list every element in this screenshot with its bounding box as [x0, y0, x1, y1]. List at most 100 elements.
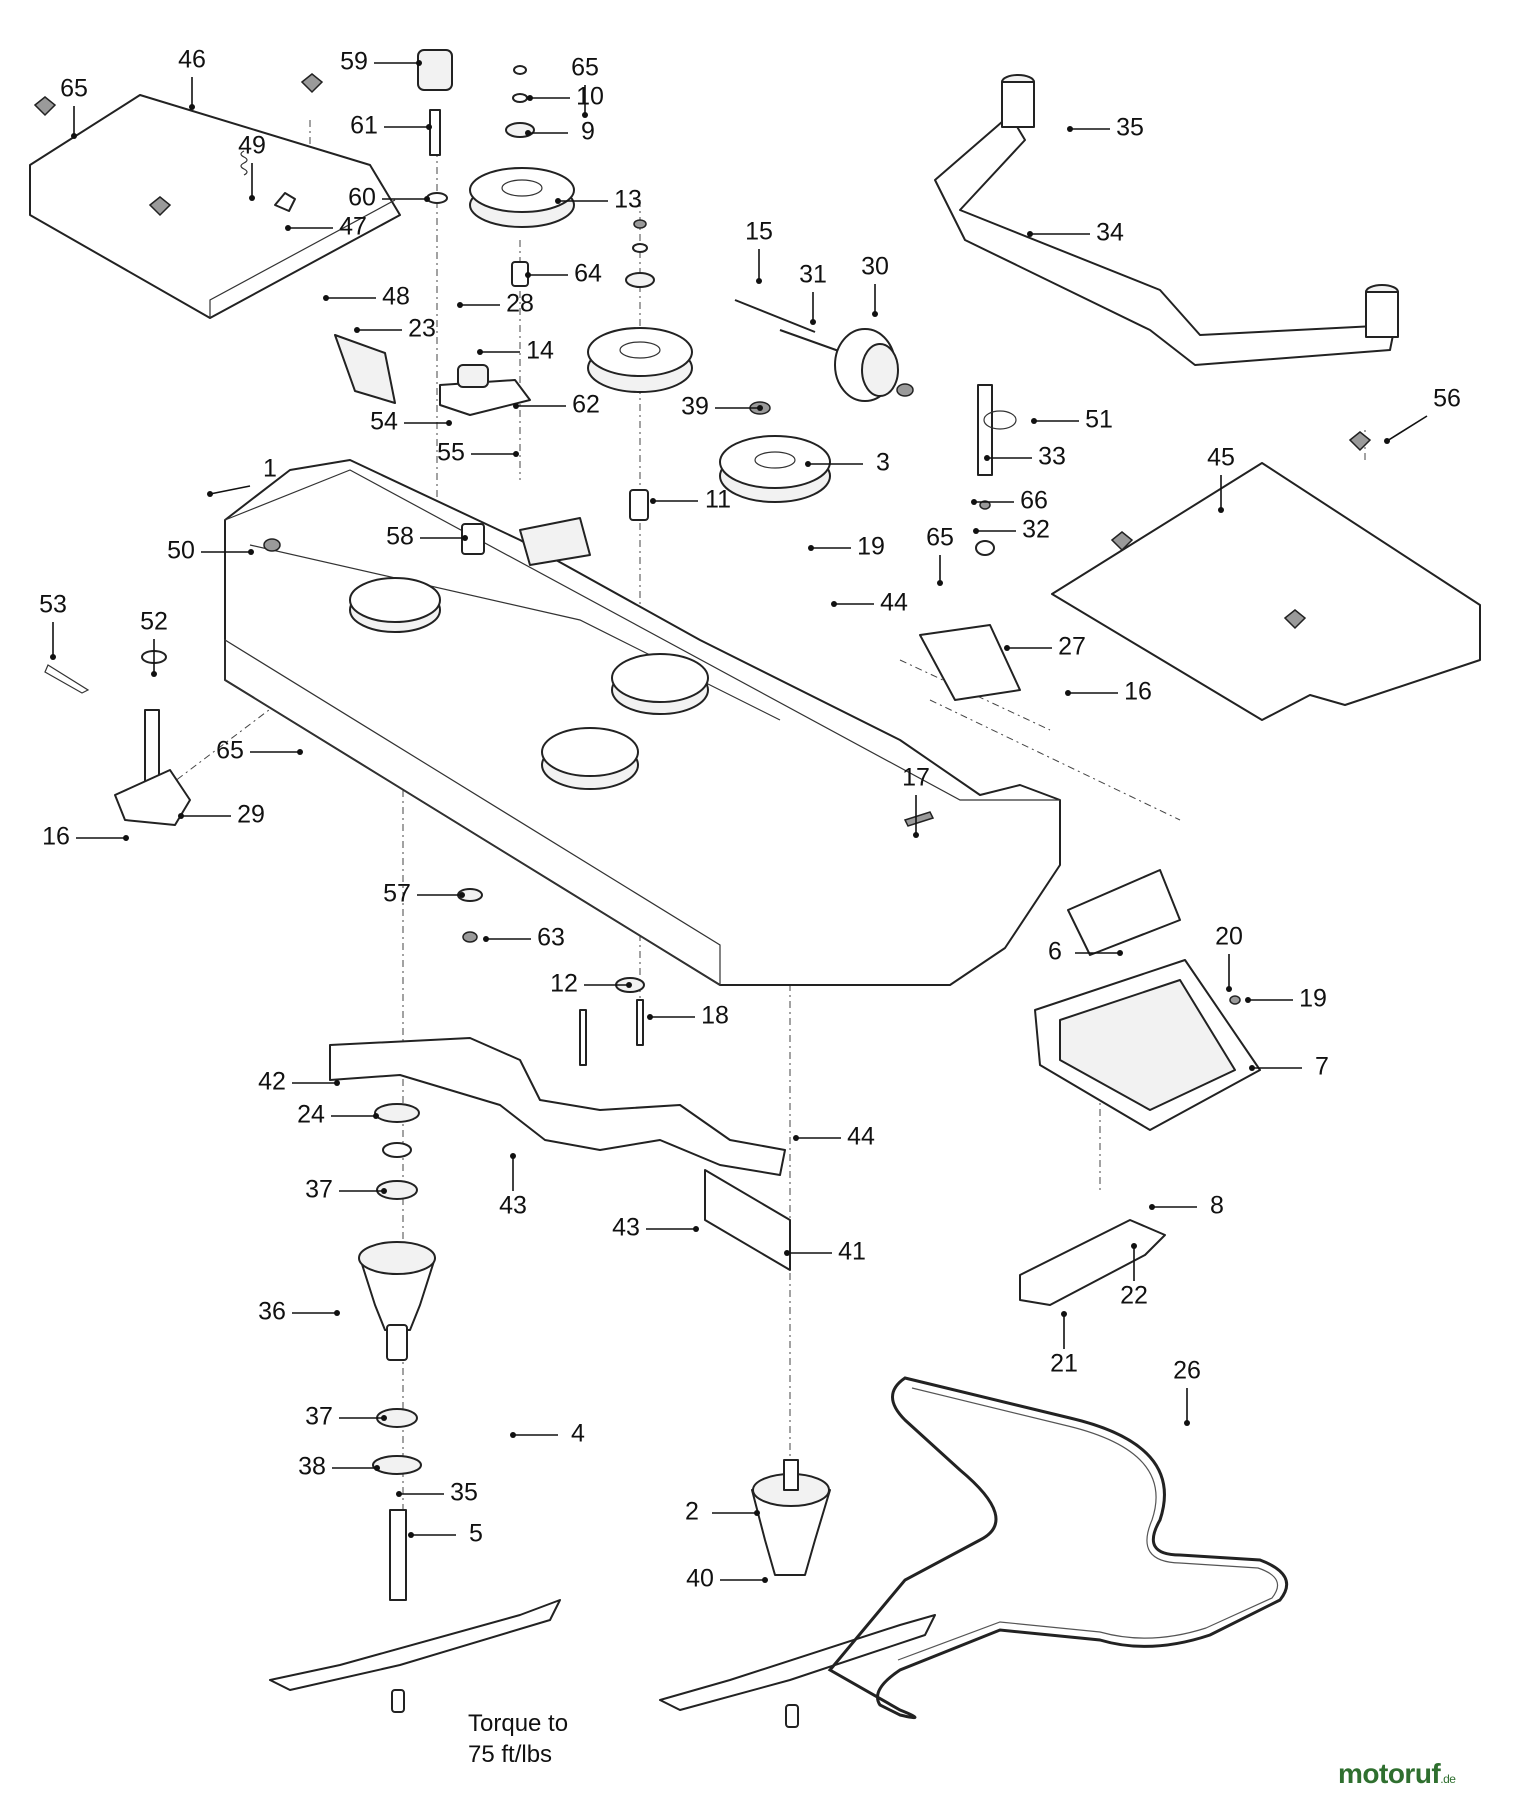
callout-dot — [793, 1135, 799, 1141]
callout-label: 30 — [861, 253, 889, 281]
callout-51: 51 — [1031, 406, 1113, 434]
callout-dot — [1065, 690, 1071, 696]
callout-leader — [1386, 415, 1428, 442]
watermark-suffix: .de — [1440, 1772, 1456, 1786]
callout-7: 7 — [1249, 1053, 1329, 1081]
callout-37: 37 — [305, 1176, 387, 1204]
callout-dot — [650, 498, 656, 504]
callout-6: 6 — [1048, 938, 1123, 966]
callout-dot — [151, 671, 157, 677]
callout-dot — [416, 60, 422, 66]
callout-8: 8 — [1149, 1192, 1224, 1220]
callout-45: 45 — [1207, 444, 1235, 513]
callout-dot — [762, 1577, 768, 1583]
callout-22: 22 — [1120, 1243, 1148, 1310]
callout-19: 19 — [808, 533, 885, 561]
callout-15: 15 — [745, 218, 773, 284]
torque-note: Torque to 75 ft/lbs — [468, 1708, 568, 1770]
rear-hanger-bracket — [919, 624, 1021, 701]
callout-label: 43 — [612, 1214, 640, 1242]
callout-label: 59 — [340, 48, 368, 76]
callout-label: 3 — [876, 449, 890, 477]
watermark-logo: motoruf.de — [1338, 1758, 1456, 1790]
callout-47: 47 — [285, 213, 367, 241]
callout-leader — [209, 485, 251, 495]
callout-dot — [1149, 1204, 1155, 1210]
callout-label: 16 — [42, 823, 70, 851]
baffle-carriage-bolt — [579, 1009, 587, 1066]
callout-16: 16 — [42, 823, 129, 851]
callout-dot — [1031, 418, 1037, 424]
callout-63: 63 — [483, 924, 565, 952]
callout-label: 37 — [305, 1176, 333, 1204]
callout-65: 65 — [926, 524, 954, 586]
idler-spring — [334, 334, 396, 404]
callout-dot — [757, 405, 763, 411]
callout-label: 58 — [386, 523, 414, 551]
callout-38: 38 — [298, 1453, 380, 1481]
callout-dot — [477, 349, 483, 355]
callout-56: 56 — [1384, 385, 1461, 444]
cover-latch — [274, 192, 296, 212]
callout-44: 44 — [793, 1123, 875, 1151]
callout-dot — [913, 832, 919, 838]
callout-dot — [1184, 1420, 1190, 1426]
callout-dot — [971, 499, 977, 505]
callout-40: 40 — [686, 1565, 768, 1593]
callout-dot — [754, 1510, 760, 1516]
callout-66: 66 — [971, 487, 1048, 515]
gauge-wheel — [834, 328, 899, 402]
spindle-seal-top — [376, 1180, 418, 1200]
callout-label: 29 — [237, 801, 265, 829]
callout-dot — [810, 319, 816, 325]
callout-label: 7 — [1315, 1053, 1329, 1081]
callout-17: 17 — [902, 764, 930, 838]
callout-label: 40 — [686, 1565, 714, 1593]
deck-bolt-18 — [636, 999, 644, 1046]
blade-right — [659, 1614, 936, 1711]
callout-dot — [459, 892, 465, 898]
callout-30: 30 — [861, 253, 889, 317]
blade-bolt-right — [785, 1704, 799, 1728]
callout-label: 52 — [140, 608, 168, 636]
callout-dot — [973, 528, 979, 534]
callout-dot — [1218, 507, 1224, 513]
callout-dot — [831, 601, 837, 607]
callout-dot — [647, 1014, 653, 1020]
callout-dot — [408, 1532, 414, 1538]
callout-dot — [50, 654, 56, 660]
callout-dot — [805, 461, 811, 467]
deck-spacer-bushing — [461, 523, 485, 555]
callout-dot — [285, 225, 291, 231]
callout-dot — [784, 1250, 790, 1256]
callout-label: 50 — [167, 537, 195, 565]
callout-label: 60 — [348, 184, 376, 212]
callout-21: 21 — [1050, 1311, 1078, 1378]
callout-dot — [374, 1465, 380, 1471]
wheel-nut — [896, 383, 914, 397]
callout-dot — [189, 104, 195, 110]
spindle-bearing-sleeve — [386, 1324, 408, 1361]
callout-label: 28 — [506, 290, 534, 318]
callout-label: 11 — [705, 486, 731, 514]
callout-label: 4 — [571, 1420, 585, 1448]
callout-dot — [510, 1432, 516, 1438]
spindle-bearing-top — [382, 1142, 412, 1158]
left-cover-wing-knobs — [33, 73, 324, 217]
callout-label: 24 — [297, 1101, 325, 1129]
callout-39: 39 — [681, 393, 763, 421]
callout-28: 28 — [457, 290, 534, 318]
callout-label: 47 — [339, 213, 367, 241]
callout-dot — [248, 549, 254, 555]
callout-10: 10 — [527, 83, 604, 111]
callout-9: 9 — [525, 118, 595, 146]
spindle-shaft-right — [783, 1459, 799, 1491]
callout-label: 54 — [370, 408, 398, 436]
callout-60: 60 — [348, 184, 430, 212]
idler-arm-hub — [457, 364, 489, 388]
callout-label: 22 — [1120, 1282, 1148, 1310]
callout-label: 21 — [1050, 1350, 1078, 1378]
callout-48: 48 — [323, 283, 410, 311]
chute-deflector — [1019, 1219, 1166, 1306]
small-nut-top — [513, 65, 527, 75]
